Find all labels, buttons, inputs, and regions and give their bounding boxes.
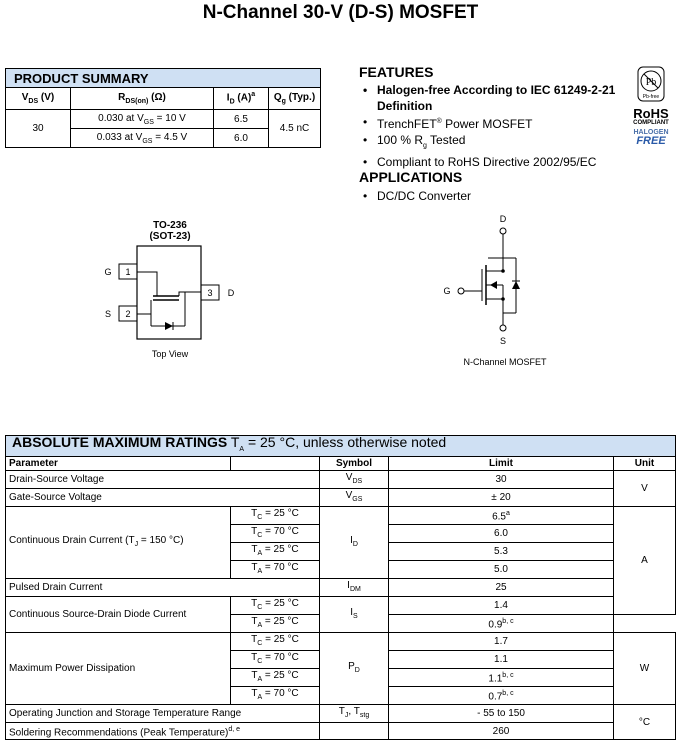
mosfet-symbol: D G S <box>443 214 520 346</box>
package-view-label: Top View <box>151 349 189 359</box>
svg-text:D: D <box>500 214 507 224</box>
svg-text:D: D <box>228 288 235 298</box>
col-rds: RDS(on) (Ω) <box>70 87 214 110</box>
svg-text:G: G <box>443 286 450 296</box>
col-parameter: Parameter <box>5 456 231 471</box>
feature-halogen: Halogen-free According to IEC 61249-2-21… <box>359 82 631 114</box>
mosfet-caption: N-Channel MOSFET <box>463 357 547 367</box>
col-limit: Limit <box>388 456 614 471</box>
applications-list: DC/DC Converter <box>359 188 631 204</box>
feature-trenchfet: TrenchFET® Power MOSFET <box>359 114 631 132</box>
package-name: TO-236(SOT-23) <box>149 220 191 242</box>
feature-rg: 100 % Rg Tested <box>359 132 631 154</box>
application-dcdc: DC/DC Converter <box>359 188 631 204</box>
product-summary-table: PRODUCT SUMMARY VDS (V) RDS(on) (Ω) ID (… <box>5 68 321 148</box>
table-row: Soldering Recommendations (Peak Temperat… <box>5 721 676 740</box>
halogen-free-label: FREE <box>636 135 666 147</box>
svg-text:S: S <box>105 309 111 319</box>
col-vds: VDS (V) <box>5 87 71 110</box>
absolute-max-ratings-table: ABSOLUTE MAXIMUM RATINGS TA = 25 °C, unl… <box>5 435 676 740</box>
rds-row2: 0.033 at VGS = 4.5 V <box>70 128 214 148</box>
svg-text:G: G <box>104 267 111 277</box>
svg-text:Pb: Pb <box>646 77 657 88</box>
svg-text:3: 3 <box>207 288 212 298</box>
col-id: ID (A)a <box>213 87 269 110</box>
halogen-label: HALOGEN <box>633 129 669 136</box>
table-row: Gate-Source Voltage VGS ± 20 <box>5 488 676 507</box>
rohs-badge: Pb Pb-free RoHS COMPLIANT HALOGEN FREE <box>627 66 675 147</box>
id-row2: 6.0 <box>213 128 269 148</box>
svg-text:2: 2 <box>125 309 130 319</box>
product-summary-heading: PRODUCT SUMMARY <box>5 68 321 88</box>
rds-row1: 0.030 at VGS = 10 V <box>70 109 214 129</box>
col-qg: Qg (Typ.) <box>268 87 321 110</box>
package-diagram: 1 2 3 G S D <box>104 245 235 340</box>
id-row1: 6.5 <box>213 109 269 129</box>
table-row: Continuous Drain Current (TJ = 150 °C) T… <box>5 506 676 615</box>
rohs-label: RoHS <box>633 106 669 121</box>
pb-free-icon: Pb Pb-free <box>637 66 665 102</box>
rohs-compliant: COMPLIANT <box>633 120 669 126</box>
amr-heading: ABSOLUTE MAXIMUM RATINGS TA = 25 °C, unl… <box>5 435 676 457</box>
svg-text:1: 1 <box>125 267 130 277</box>
vds-value: 30 <box>5 109 71 148</box>
table-row: Continuous Source-Drain Diode Current TC… <box>5 596 676 633</box>
table-row: Maximum Power Dissipation TC = 25 °C PD … <box>5 632 676 705</box>
svg-text:S: S <box>500 336 506 346</box>
table-row: TA = 25 °C 5.3 <box>6 542 676 561</box>
applications-heading: APPLICATIONS <box>359 169 463 185</box>
qg-value: 4.5 nC <box>268 109 321 148</box>
table-row: Operating Junction and Storage Temperatu… <box>5 703 676 740</box>
features-list: Halogen-free According to IEC 61249-2-21… <box>359 82 631 170</box>
feature-rohs: Compliant to RoHS Directive 2002/95/EC <box>359 154 631 170</box>
features-heading: FEATURES <box>359 64 434 80</box>
svg-text:Pb-free: Pb-free <box>643 94 660 100</box>
col-unit: Unit <box>613 456 676 471</box>
table-row: TC = 70 °C 1.1 <box>6 650 676 669</box>
col-symbol: Symbol <box>319 456 389 471</box>
page-title: N-Channel 30-V (D-S) MOSFET <box>202 2 479 23</box>
table-row: Drain-Source Voltage VDS 30 V <box>5 470 676 507</box>
table-row: Pulsed Drain Current IDM 25 <box>5 578 676 597</box>
